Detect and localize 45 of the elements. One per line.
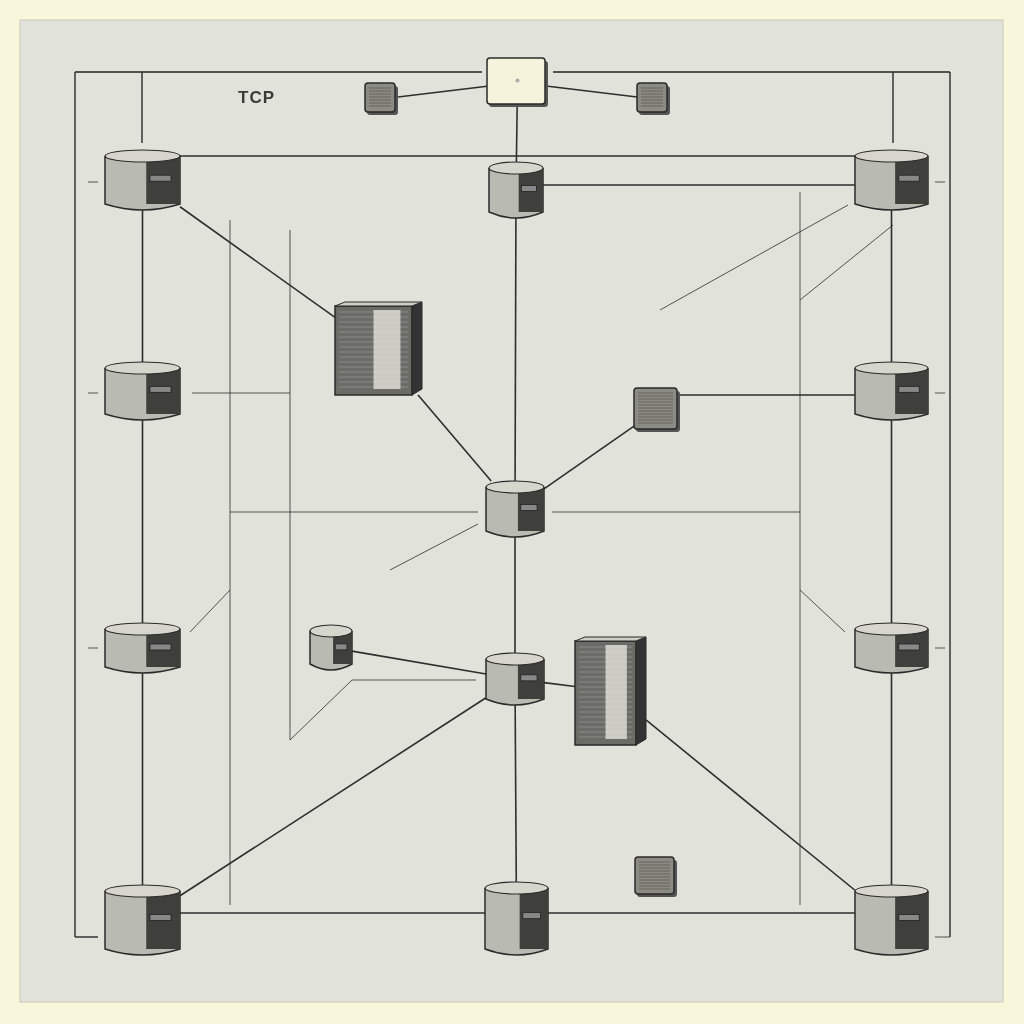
- network-link: [543, 425, 635, 490]
- server-cylinder-icon: [105, 150, 180, 210]
- network-link: [179, 696, 487, 897]
- server-rack-icon: [575, 637, 646, 745]
- network-link: [890, 672, 893, 886]
- network-link: [645, 719, 856, 892]
- network-link: [547, 85, 638, 98]
- server-rack-icon: [335, 302, 422, 395]
- network-link: [679, 394, 856, 396]
- network-link: [351, 650, 487, 675]
- network-link: [397, 85, 488, 98]
- network-link: [141, 672, 144, 886]
- network-link: [179, 155, 856, 157]
- server-cylinder-icon: [489, 162, 543, 218]
- server-cylinder-icon: [855, 150, 928, 210]
- network-link: [515, 106, 518, 163]
- protocol-label: TCP: [238, 88, 275, 108]
- server-cylinder-icon: [486, 653, 544, 705]
- network-link: [141, 419, 144, 624]
- network-link: [514, 536, 516, 654]
- network-link: [514, 704, 518, 883]
- network-link: [179, 205, 336, 319]
- network-link: [543, 681, 576, 688]
- server-cylinder-icon: [310, 625, 352, 670]
- network-link: [890, 209, 893, 363]
- network-link: [890, 419, 893, 624]
- server-cylinder-icon: [485, 882, 548, 955]
- network-link: [417, 394, 492, 482]
- network-device-icon: [637, 83, 670, 115]
- network-link: [514, 217, 517, 482]
- network-link: [547, 912, 856, 914]
- network-link: [141, 209, 144, 363]
- server-cylinder-icon: [105, 362, 180, 420]
- network-device-icon: [635, 857, 677, 897]
- network-device-icon: [365, 83, 398, 115]
- network-link: [542, 184, 856, 186]
- server-cylinder-icon: [855, 885, 928, 955]
- network-device-icon: [487, 58, 548, 107]
- server-cylinder-icon: [855, 623, 928, 673]
- server-cylinder-icon: [105, 885, 180, 955]
- network-link: [179, 912, 486, 914]
- network-device-icon: [634, 388, 680, 432]
- server-cylinder-icon: [486, 481, 544, 537]
- server-cylinder-icon: [105, 623, 180, 673]
- server-cylinder-icon: [855, 362, 928, 420]
